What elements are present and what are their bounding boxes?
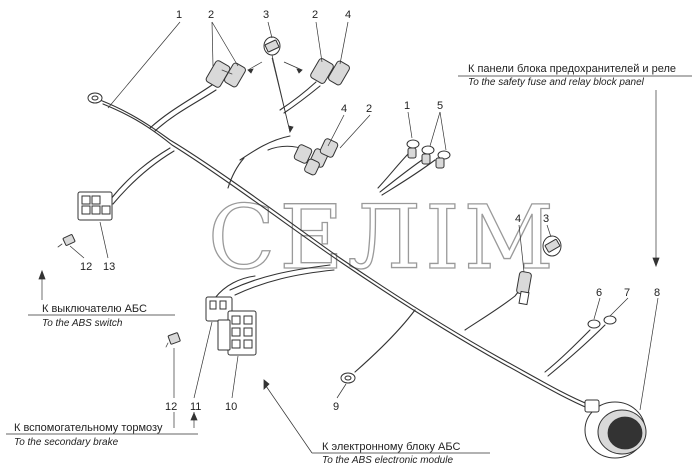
svg-text:К электронному блоку АБС: К электронному блоку АБС	[322, 441, 460, 453]
callout-1: 1	[404, 100, 410, 112]
dest-abs-module: К электронному блоку АБС To the ABS elec…	[263, 379, 490, 466]
callout-2: 2	[312, 9, 318, 21]
abs-module-connectors	[205, 264, 335, 356]
branch-middle-connectors	[239, 135, 339, 176]
inset-terminal-right	[542, 235, 562, 257]
callout-3: 3	[263, 9, 269, 21]
callout-2: 2	[208, 9, 214, 21]
svg-text:To the ABS electronic module: To the ABS electronic module	[322, 455, 453, 466]
callout-12: 12	[165, 401, 177, 413]
abs-switch-connector	[77, 147, 175, 221]
stub-mid	[227, 157, 245, 189]
svg-text:To the secondary brake: To the secondary brake	[14, 437, 119, 448]
callout-6: 6	[596, 287, 602, 299]
branch-top-middle	[279, 58, 350, 114]
arrow-up-left-icon	[263, 379, 270, 390]
branch-top-left	[149, 60, 246, 132]
callout-7: 7	[624, 287, 630, 299]
small-terminal-left	[57, 234, 76, 248]
callout-2: 2	[366, 103, 372, 115]
ring-terminal-left	[87, 92, 103, 104]
callout-4: 4	[515, 213, 521, 225]
callout-4: 4	[341, 103, 347, 115]
leader-lines	[69, 21, 659, 411]
callout-11: 11	[190, 401, 201, 413]
callout-4: 4	[345, 9, 351, 21]
callout-12: 12	[80, 261, 92, 273]
abs-round-connector	[584, 399, 647, 459]
callout-1: 1	[176, 9, 182, 21]
branch-ring-9	[340, 309, 416, 384]
arrow-down-icon	[652, 257, 660, 268]
inset-arrows-top	[247, 57, 303, 134]
arrow-up-icon	[38, 269, 46, 280]
svg-text:К вспомогательному тормозу: К вспомогательному тормозу	[14, 422, 163, 434]
callout-3: 3	[543, 213, 549, 225]
svg-text:К панели блока предохранителей: К панели блока предохранителей и реле	[468, 63, 676, 75]
dest-fuse-panel: К панели блока предохранителей и реле To…	[458, 63, 692, 268]
callout-13: 13	[103, 261, 115, 273]
callout-10: 10	[225, 401, 237, 413]
branch-fuse-panel	[464, 271, 532, 331]
branch-ring-terminals-upper	[377, 139, 451, 196]
inset-terminal-top	[263, 36, 281, 56]
callout-9: 9	[333, 401, 339, 413]
dest-abs-switch: К выключателю АБС To the ABS switch	[28, 269, 175, 329]
branch-ring-6-7	[544, 315, 617, 377]
watermark: СЕЛIМ	[208, 186, 558, 289]
svg-text:To the safety fuse and relay b: To the safety fuse and relay block panel	[468, 77, 645, 88]
small-terminal-lower	[165, 332, 181, 348]
harness-trunk	[99, 99, 591, 410]
arrow-up-icon	[190, 411, 198, 421]
svg-text:To the ABS switch: To the ABS switch	[42, 318, 123, 329]
callout-5: 5	[437, 100, 443, 112]
callout-numbers: 1 2 3 2 4 4 2 1 5 4 3 6 7 8 9 10 11 12 1…	[80, 9, 660, 413]
dest-secondary-brake: К вспомогательному тормозу To the second…	[6, 411, 198, 448]
svg-text:К выключателю АБС: К выключателю АБС	[42, 303, 147, 315]
callout-8: 8	[654, 287, 660, 299]
